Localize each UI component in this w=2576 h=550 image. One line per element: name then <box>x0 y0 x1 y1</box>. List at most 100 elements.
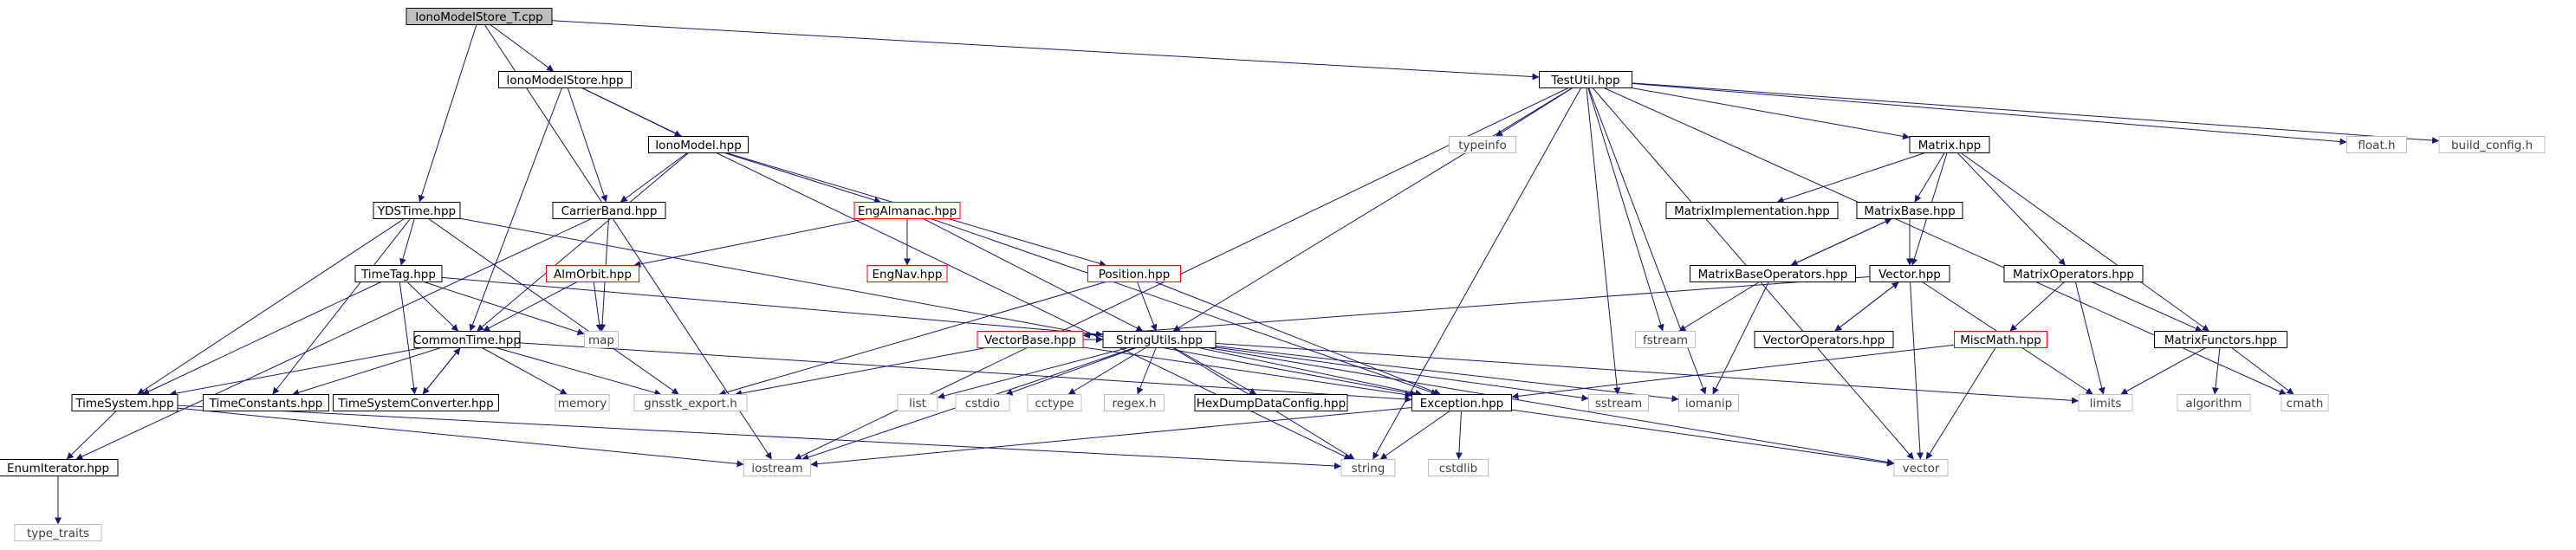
node-miscmath[interactable]: MiscMath.hpp <box>1954 331 2047 348</box>
node-label: CarrierBand.hpp <box>561 204 658 218</box>
node-box <box>1954 331 2047 348</box>
node-timeconstants[interactable]: TimeConstants.hpp <box>203 394 329 411</box>
node-box <box>977 331 1084 348</box>
edge-ydstime-to-timeconstants <box>272 218 411 395</box>
edge-timetag-to-map <box>424 281 585 335</box>
node-timetag[interactable]: TimeTag.hpp <box>354 265 443 282</box>
node-exception[interactable]: Exception.hpp <box>1411 394 1512 411</box>
node-matrixops[interactable]: MatrixOperators.hpp <box>2003 265 2144 282</box>
edge-root-to-iostream <box>483 24 773 460</box>
node-box <box>1428 459 1489 476</box>
edge-testutil-to-fstream <box>1587 87 1664 332</box>
edge-timesystem-to-string <box>177 404 1342 469</box>
edge-matrixbaseops-to-matrixbase <box>1790 218 1892 266</box>
node-vectorops[interactable]: VectorOperators.hpp <box>1754 331 1894 348</box>
node-stringutils[interactable]: StringUtils.hpp <box>1102 331 1217 348</box>
node-box <box>1102 331 1217 348</box>
edge-tsconverter-to-commontime <box>422 347 461 395</box>
node-label: typeinfo <box>1458 139 1506 152</box>
node-matrixfunctors[interactable]: MatrixFunctors.hpp <box>2154 331 2287 348</box>
node-buildconfig: build_config.h <box>2438 136 2546 153</box>
edge-stringutils-to-iomanip <box>1215 345 1679 403</box>
node-vectorh[interactable]: Vector.hpp <box>1869 265 1950 282</box>
node-label: TimeConstants.hpp <box>209 397 323 411</box>
node-label: VectorOperators.hpp <box>1763 333 1885 347</box>
node-label: cctype <box>1035 397 1074 411</box>
node-ydstime[interactable]: YDSTime.hpp <box>373 202 461 219</box>
node-testutil[interactable]: TestUtil.hpp <box>1539 71 1632 88</box>
edge-stringutils-to-hexdump <box>1173 347 1257 395</box>
node-iomanip: iomanip <box>1678 394 1739 411</box>
edge-commontime-to-memory <box>482 347 568 395</box>
node-fstream: fstream <box>1635 331 1696 348</box>
node-box <box>2154 331 2287 348</box>
node-typetraits: type_traits <box>14 524 102 541</box>
edge-engalmanac-to-stringutils <box>923 218 1144 332</box>
node-label: iomanip <box>1685 397 1732 411</box>
node-label: list <box>909 397 926 411</box>
node-label: iostream <box>751 462 802 476</box>
edge-miscmath-to-exception <box>1511 344 1955 400</box>
node-matrix[interactable]: Matrix.hpp <box>1909 136 1990 153</box>
node-box <box>373 202 461 219</box>
node-cstdlib: cstdlib <box>1428 459 1489 476</box>
edge-ydstime-to-timetag <box>399 218 415 266</box>
node-label: Position.hpp <box>1099 268 1171 281</box>
edge-testutil-to-typeinfo <box>1495 87 1574 137</box>
node-label: EnumIterator.hpp <box>7 462 109 476</box>
edge-ydstime-to-exception <box>459 217 1418 397</box>
node-commontime[interactable]: CommonTime.hpp <box>413 331 521 348</box>
node-timesystem[interactable]: TimeSystem.hpp <box>71 394 178 411</box>
node-box <box>584 331 619 348</box>
node-box <box>633 394 748 411</box>
node-floath: float.h <box>2346 136 2407 153</box>
node-position[interactable]: Position.hpp <box>1087 265 1181 282</box>
edge-ydstime-to-gnsstk <box>428 218 679 395</box>
node-iostream: iostream <box>743 459 811 476</box>
node-matrixbaseops[interactable]: MatrixBaseOperators.hpp <box>1690 265 1856 282</box>
node-label: vector <box>1903 462 1940 476</box>
node-vectorbase[interactable]: VectorBase.hpp <box>977 331 1084 348</box>
node-box <box>1539 71 1632 88</box>
node-ionostore[interactable]: IonoModelStore.hpp <box>498 71 632 88</box>
node-box <box>1027 394 1082 411</box>
node-label: IonoModel.hpp <box>655 139 742 152</box>
node-matrixbase[interactable]: MatrixBase.hpp <box>1856 202 1963 219</box>
node-label: TimeTag.hpp <box>360 268 436 281</box>
edge-stringutils-to-list <box>937 347 1128 399</box>
node-engnav[interactable]: EngNav.hpp <box>866 265 948 282</box>
node-hexdump[interactable]: HexDumpDataConfig.hpp <box>1194 394 1348 411</box>
edge-ionomodel-to-carrierband <box>620 152 688 203</box>
node-box <box>406 8 553 25</box>
node-carrierband[interactable]: CarrierBand.hpp <box>552 202 666 219</box>
node-box <box>2346 136 2407 153</box>
edge-ionomodel-to-engalmanac <box>723 152 882 204</box>
node-box <box>955 394 1010 411</box>
node-typeinfo: typeinfo <box>1449 136 1516 153</box>
edge-vectorbase-to-gnsstk <box>734 347 987 397</box>
node-almorbit[interactable]: AlmOrbit.hpp <box>546 265 639 282</box>
node-root[interactable]: IonoModelStore_T.cpp <box>406 8 553 25</box>
node-ionomodel[interactable]: IonoModel.hpp <box>648 136 749 153</box>
node-sstream: sstream <box>1588 394 1649 411</box>
node-enumiter[interactable]: EnumIterator.hpp <box>0 459 119 476</box>
node-box <box>853 202 961 219</box>
node-matriximpl[interactable]: MatrixImplementation.hpp <box>1665 202 1839 219</box>
node-box <box>1104 394 1165 411</box>
node-engalmanac[interactable]: EngAlmanac.hpp <box>853 202 961 219</box>
edge-commontime-to-gnsstk <box>496 347 662 397</box>
node-tsconverter[interactable]: TimeSystemConverter.hpp <box>333 394 499 411</box>
edge-ionomodel-to-commontime <box>476 152 690 332</box>
node-box <box>1678 394 1739 411</box>
edge-matrixops-to-matrixfunctors <box>2092 281 2203 332</box>
node-label: IonoModelStore_T.cpp <box>415 10 543 24</box>
edge-matrixfunctors-to-algorithm <box>2211 347 2221 395</box>
node-box <box>498 71 632 88</box>
edge-stringutils-to-limits <box>1215 342 2080 404</box>
node-limits: limits <box>2078 394 2133 411</box>
node-label: MatrixBase.hpp <box>1864 204 1955 218</box>
node-label: VectorBase.hpp <box>984 333 1076 347</box>
edge-root-to-ionostore <box>490 24 555 72</box>
node-label: TimeSystem.hpp <box>75 397 173 411</box>
node-box <box>1340 459 1396 476</box>
